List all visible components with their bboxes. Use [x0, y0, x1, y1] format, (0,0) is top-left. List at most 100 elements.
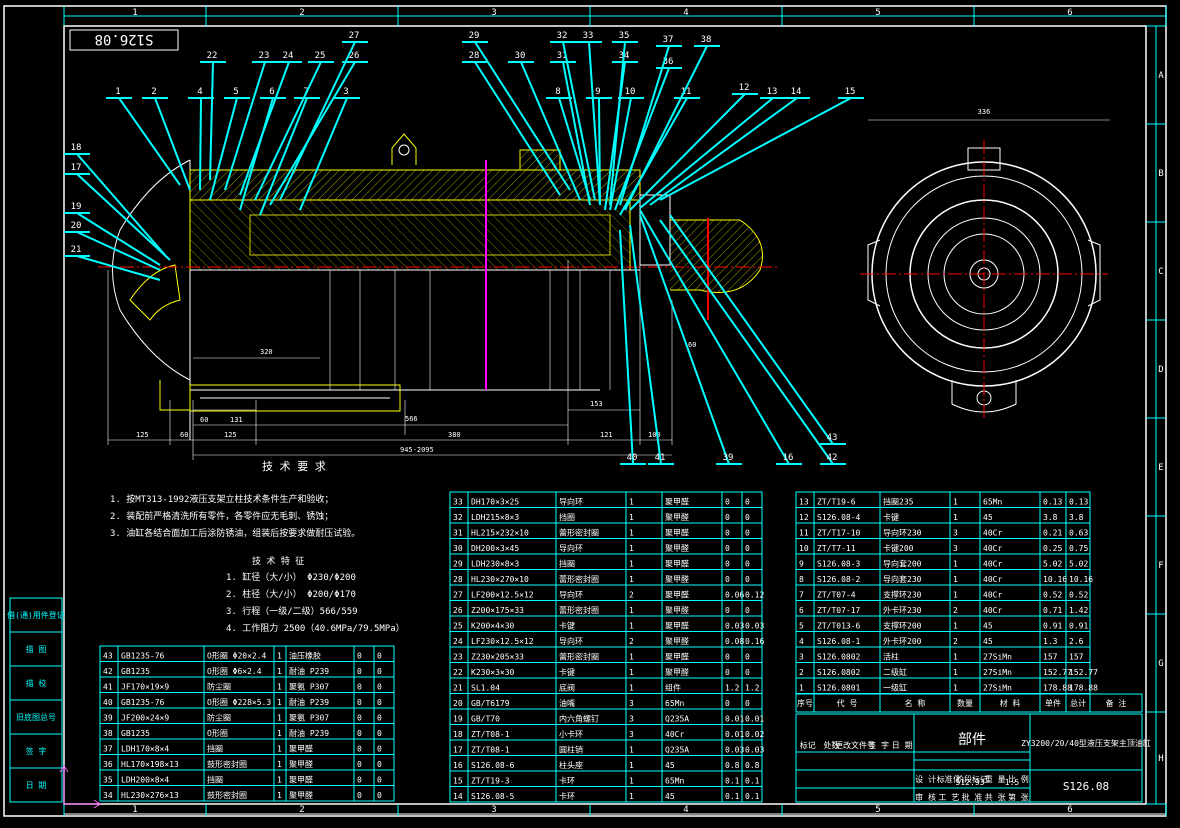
bom-header-5: 单件 [1045, 698, 1061, 708]
leader-number-31: 31 [557, 51, 568, 61]
bom-right-r7-c1: ZT/T07-17 [817, 606, 861, 615]
bom-mid-r9-c0: 24 [453, 637, 463, 646]
bom-right-r7-c2: 外卡环230 [883, 605, 922, 615]
bom-right-r9-c2: 外卡环200 [883, 636, 922, 646]
bom-right-r6-c5: 0.52 [1043, 591, 1062, 600]
side-title-3: 旧底图总号 [16, 712, 56, 722]
zone-side-H: H [1158, 754, 1163, 764]
bom-mid-r13-c5: 0 [725, 699, 730, 708]
bom-mid-r3-c0: 30 [453, 544, 463, 553]
bom-right-r2-c1: ZT/T17-10 [817, 529, 861, 538]
leader-line-36 [614, 67, 670, 211]
bom-mid-r0-c5: 0 [725, 498, 730, 507]
bom-mid-r14-c4: Q235A [665, 715, 689, 724]
bom-mid-r16-c3: 1 [629, 746, 634, 755]
bom-mid-r15-c3: 3 [629, 730, 634, 739]
bom-right-r0-c1: ZT/T19-6 [817, 498, 856, 507]
bom-right-r4-c0: 9 [799, 560, 804, 569]
bom-left-r0-c1: GB1235-76 [121, 652, 165, 661]
leader-number-40: 40 [627, 453, 638, 463]
bom-mid-r3-c1: DH200×3×45 [471, 544, 519, 553]
bom-mid-r2-c6: 0 [745, 529, 750, 538]
bom-mid-r13-c2: 油嘴 [559, 698, 575, 708]
zone-side-E: E [1158, 463, 1163, 473]
bom-mid-r17-c1: S126.08-6 [471, 761, 515, 770]
side-title-2: 描 校 [26, 678, 47, 688]
title-block-r2-0: 审 核 [915, 792, 936, 802]
bom-mid-r19-c2: 卡环 [559, 791, 575, 801]
bom-right-r6-c3: 1 [953, 591, 958, 600]
leader-number-16: 16 [783, 453, 794, 463]
bom-mid-r6-c1: LF200×12.5×12 [471, 591, 534, 600]
leader-number-29: 29 [469, 31, 480, 41]
bom-mid-r8-c0: 25 [453, 622, 463, 631]
bom-right-r0-c6: 0.13 [1069, 498, 1088, 507]
bom-left-r5-c6: 0 [377, 729, 382, 738]
bom-header-7: 备 注 [1106, 698, 1127, 708]
bom-left-r1-c5: 0 [357, 667, 362, 676]
bom-right-r2-c6: 0.63 [1069, 529, 1088, 538]
bom-right-r2-c0: 11 [799, 529, 809, 538]
dim-total: 945-2095 [400, 446, 434, 454]
bom-mid-r12-c2: 底阀 [559, 683, 575, 693]
bom-mid-r19-c4: 45 [665, 792, 675, 801]
bom-right-r5-c5: 10.16 [1043, 575, 1067, 584]
bom-right-r5-c6: 10.16 [1069, 575, 1093, 584]
bom-mid-r2-c5: 0 [725, 529, 730, 538]
bom-header-6: 总计 [1070, 698, 1086, 708]
title-block-r1-1: 标准化 [937, 774, 961, 784]
bom-mid-r7-c1: Z200×175×33 [471, 606, 524, 615]
oil-port-block [519, 149, 561, 171]
bom-right-r8-c6: 0.91 [1069, 622, 1088, 631]
bom-mid-r8-c4: 聚甲醛 [665, 621, 689, 631]
bom-header-4: 材 料 [1000, 698, 1021, 708]
bom-mid-r2-c0: 31 [453, 529, 463, 538]
bom-left-r9-c4: 聚甲醛 [289, 790, 313, 800]
zone-side-A: A [1158, 71, 1164, 81]
bom-mid-r4-c1: LDH230×8×3 [471, 560, 519, 569]
bom-mid-r10-c2: 蕾形密封圈 [559, 652, 599, 662]
bom-mid-r0-c3: 1 [629, 498, 634, 507]
bom-mid-r8-c5: 0.03 [725, 622, 744, 631]
bom-left-r4-c3: 1 [277, 714, 282, 723]
bom-mid-r19-c5: 0.1 [725, 792, 740, 801]
leader-number-28: 28 [469, 51, 480, 61]
bom-right-r6-c1: ZT/T07-4 [817, 591, 856, 600]
bom-left-r4-c5: 0 [357, 714, 362, 723]
bom-left-r4-c0: 39 [103, 714, 113, 723]
bom-right-r6-c0: 7 [799, 591, 804, 600]
bom-left-r1-c2: O形圈 Φ6×2.4 [207, 667, 262, 676]
bom-header-0: 序号 [797, 698, 813, 708]
side-title-1: 描 图 [26, 644, 47, 654]
bom-mid-r7-c6: 0 [745, 606, 750, 615]
zone-bottom-6: 6 [1067, 805, 1072, 815]
bom-mid-r9-c3: 2 [629, 637, 634, 646]
bom-mid-r3-c5: 0 [725, 544, 730, 553]
bom-mid-r2-c2: 蕾形密封圈 [559, 528, 599, 538]
zone-side-C: C [1158, 267, 1163, 277]
bom-mid-r11-c3: 1 [629, 668, 634, 677]
dim-60a: 60 [180, 431, 188, 439]
bom-right-r12-c0: 1 [799, 684, 804, 693]
bom-mid-r13-c4: 65Mn [665, 699, 684, 708]
leader-number-25: 25 [315, 51, 326, 61]
bom-mid-r4-c5: 0 [725, 560, 730, 569]
leader-line-38 [624, 45, 708, 211]
bom-left-r9-c1: HL230×276×13 [121, 791, 179, 800]
bom-mid-r16-c6: 0.03 [745, 746, 764, 755]
bom-right-r11-c0: 2 [799, 668, 804, 677]
bom-mid-r1-c5: 0 [725, 513, 730, 522]
bom-right-r7-c5: 0.71 [1043, 606, 1062, 615]
bom-right-r6-c2: 支撑环230 [883, 590, 922, 600]
bom-mid-r14-c0: 19 [453, 715, 463, 724]
dim-horizontals [108, 357, 672, 456]
leader-number-13: 13 [767, 87, 778, 97]
bom-mid-r12-c0: 21 [453, 684, 463, 693]
bom-mid-r7-c3: 1 [629, 606, 634, 615]
leader-line-39 [639, 214, 730, 465]
bom-mid-r16-c2: 圆柱销 [559, 745, 583, 755]
bom-right-r7-c4: 40Cr [983, 606, 1002, 615]
bom-left-r7-c4: 聚甲醛 [289, 759, 313, 769]
bom-right-r10-c0: 3 [799, 653, 804, 662]
